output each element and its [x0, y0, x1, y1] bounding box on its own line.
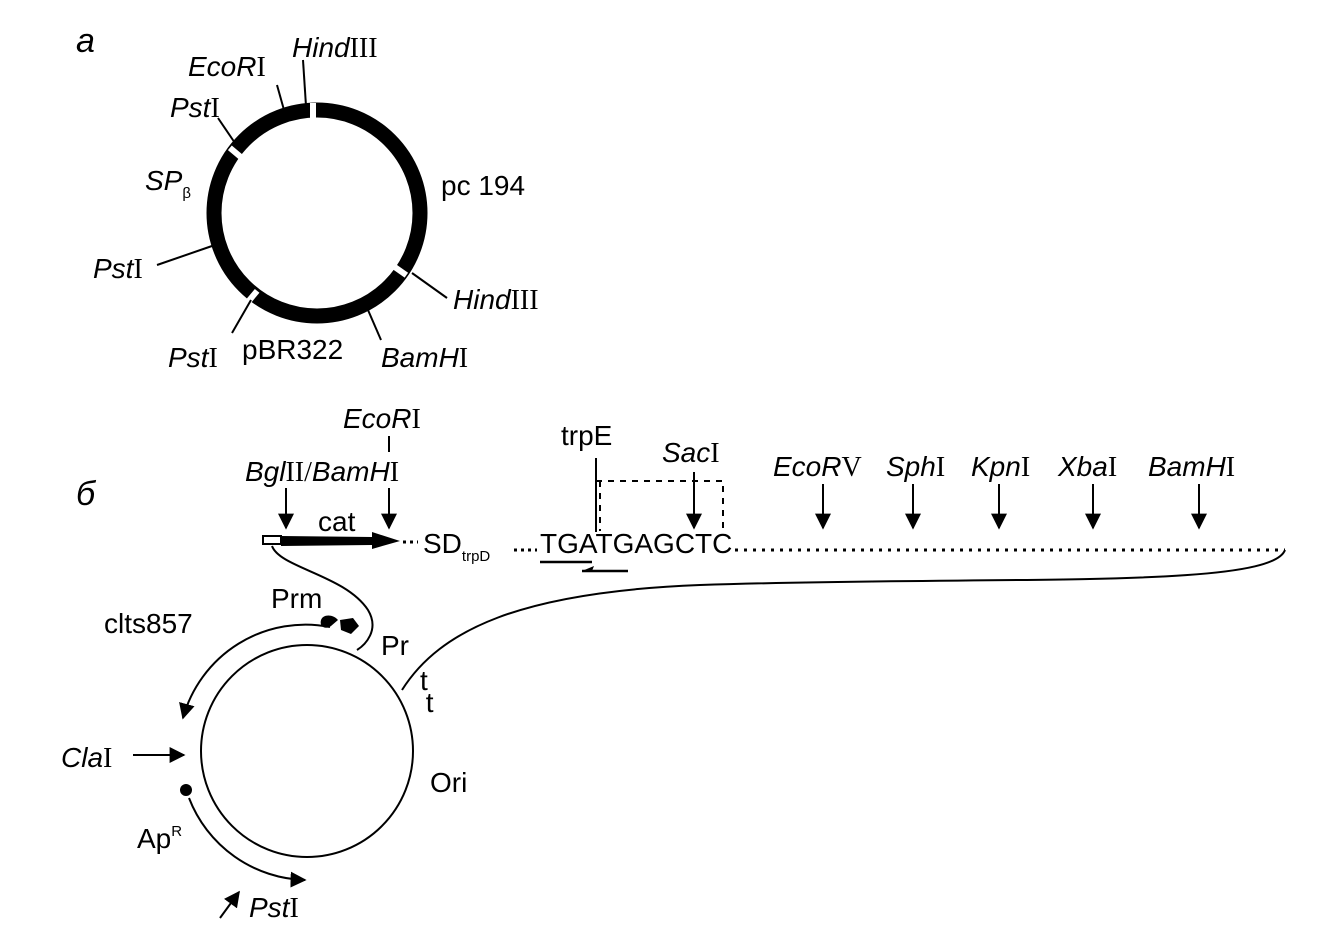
sd-trpd-label: SDtrpD	[423, 528, 490, 565]
sphi-label: SphI	[886, 451, 945, 483]
ecorv-label: EcoRV	[773, 451, 862, 483]
plasmid-b-circle	[200, 644, 414, 858]
psti-label-a-3: PstI	[168, 342, 218, 374]
psti-arrow-b	[219, 890, 240, 919]
psti-label-b: PstI	[249, 892, 299, 924]
plasmid-a-circle	[206, 102, 428, 324]
cat-gene-arrow	[281, 532, 400, 549]
ori-label: Ori	[430, 767, 467, 798]
psti-label-a-1: PstI	[170, 92, 220, 124]
apr-promoter-glyph	[180, 784, 192, 796]
bamhi2-label: BamHI	[1148, 451, 1235, 483]
ecori-label-b: EcoRI	[343, 403, 421, 435]
trpe-dashed-box	[596, 480, 724, 531]
xbai-label: XbaI	[1057, 451, 1117, 483]
panel-b-letter: б	[76, 475, 97, 513]
apr-arrow	[188, 797, 307, 888]
tga-codon: TGA	[540, 528, 598, 559]
bamhi-label-a: BamHI	[381, 342, 468, 374]
ecori-label-a: EcoRI	[188, 51, 266, 83]
clts857-arrow	[179, 623, 331, 720]
sequence: TGATGAGCTC	[540, 528, 732, 559]
promoter-box	[262, 535, 282, 545]
hindiii-label-a-right: HindIII	[453, 284, 539, 316]
prm-promoter-glyph	[320, 615, 338, 628]
atg-underline-tip	[582, 566, 594, 571]
psti-label-a-2: PstI	[93, 253, 143, 285]
plasmid-a-site-gaps	[227, 103, 409, 306]
plasmid-a-leaders	[156, 59, 448, 341]
pc194-label: pc 194	[441, 170, 525, 201]
sequence-rest: TGAGCTC	[595, 528, 732, 559]
pr-label: Pr	[381, 630, 409, 661]
pr-promoter-glyph	[340, 618, 359, 634]
hindiii-label-a-top: HindIII	[292, 32, 378, 64]
panel-a-letter: a	[76, 22, 95, 60]
bglii-bamhi-label: BglII/BamHI	[245, 456, 399, 488]
saci-label: SacI	[662, 437, 720, 469]
prm-label: Prm	[271, 583, 322, 614]
sp-beta-label: SPβ	[145, 165, 191, 202]
trpe-label: trpE	[561, 420, 612, 451]
clai-label: ClaI	[61, 742, 112, 774]
pbr322-label: pBR322	[242, 334, 343, 365]
kpni-label: KpnI	[971, 451, 1030, 483]
insert-left-curve	[271, 545, 374, 651]
apr-label: ApR	[137, 823, 182, 854]
cat-label: cat	[318, 506, 356, 537]
insert-return-curve	[401, 549, 1286, 691]
clts857-label: clts857	[104, 608, 193, 639]
